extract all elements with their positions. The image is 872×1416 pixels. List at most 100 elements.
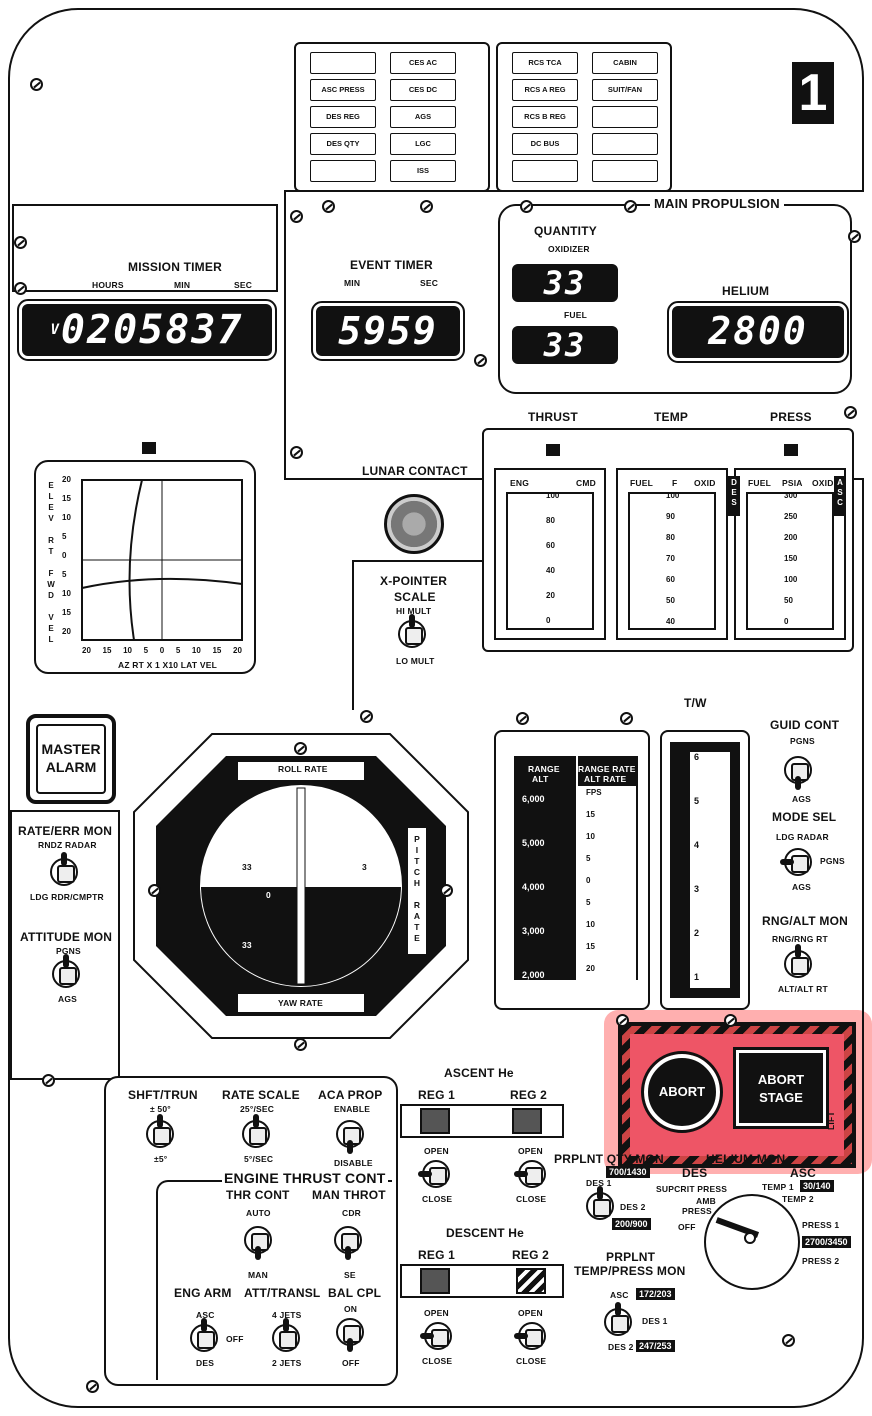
man-label: MAN [248,1270,268,1280]
prplnt-temp-switch[interactable] [604,1302,632,1336]
cw-right-light: SUIT/FAN [592,79,658,101]
att-transl-title: ATT/TRANSL [244,1286,321,1300]
temp-tick-label: 60 [666,575,675,584]
descent-he-title: DESCENT He [446,1226,525,1240]
supcrit-label: SUPCRIT PRESS [656,1184,728,1194]
attitude-mon-switch[interactable] [52,954,80,988]
screw [848,230,861,243]
temp-tick-label: 100 [666,491,680,500]
screw [14,282,27,295]
cw-right-light [592,160,658,182]
xp-bottom-tick: 5 [143,646,149,655]
screw [290,446,303,459]
ascent-reg2-switch[interactable] [514,1160,546,1188]
mission-timer-display: V0205837 [17,299,277,361]
rate-scale-bottom: 5°/SEC [244,1154,274,1164]
prplnt-qty-switch[interactable] [586,1186,614,1220]
helium-mon-knob[interactable] [704,1194,800,1290]
descent-reg2-switch[interactable] [514,1322,546,1350]
screw [844,406,857,419]
screw [420,200,433,213]
mode-sel-title: MODE SEL [772,810,837,824]
rng-alt-switch[interactable] [784,944,812,978]
abort-stage-button[interactable]: ABORT STAGE [733,1047,829,1129]
thr-cont-switch[interactable] [244,1226,272,1260]
temp-tick-label: 80 [666,533,675,542]
screw [516,712,529,725]
guid-cont-switch[interactable] [784,756,812,790]
rate-tick-label: 10 [586,920,595,929]
ascent-open-1: OPEN [424,1146,449,1156]
temp-oxid-label: OXID [694,478,716,488]
fuel-label: FUEL [564,310,587,320]
tw-label: T/W [684,696,707,710]
indicator-light [784,444,798,456]
man-throt-switch[interactable] [334,1226,362,1260]
xpointer-scale-switch[interactable] [398,614,426,648]
xp-bottom-tick: 10 [191,646,201,655]
descent-reg1-switch[interactable] [420,1322,452,1350]
eng-arm-switch[interactable] [190,1318,218,1352]
cw-right-light [592,106,658,128]
oxidizer-display: 33 [512,264,618,302]
rndz-radar-label: RNDZ RADAR [38,840,97,850]
alt-tick-label: 4,000 [522,882,545,892]
rate-err-switch[interactable] [50,852,78,886]
fuel-display: 33 [512,326,618,364]
yaw-rate-label: YAW RATE [278,998,324,1008]
rate-scale-top: 25°/SEC [240,1104,275,1114]
xp-left-tick: 10 [62,589,71,598]
rate-scale-title: RATE SCALE [222,1088,300,1102]
tw-tick-label: 1 [694,972,700,982]
attitude-pgns-label: PGNS [56,946,81,956]
descent-open-2: OPEN [518,1308,543,1318]
sec-label: SEC [234,280,253,290]
press-tick-label: 100 [784,575,798,584]
eng-arm-asc: ASC [196,1310,215,1320]
att-transl-switch[interactable] [272,1318,300,1352]
press-psia-label: PSIA [782,478,803,488]
cw-right-light: RCS TCA [512,52,578,74]
screw [42,1074,55,1087]
master-alarm-button[interactable]: MASTER ALARM [26,714,116,804]
indicator-light [546,444,560,456]
ascent-reg1-switch[interactable] [418,1160,450,1188]
rate-tick-label: 20 [586,964,595,973]
helium-asc-label: ASC [790,1166,816,1180]
tw-tick-label: 3 [694,884,700,894]
mode-sel-switch[interactable] [780,848,812,876]
cw-left-light: CES DC [390,79,456,101]
fdai-off-label: OFF [206,876,224,886]
temp-fuel-label: FUEL [630,478,653,488]
temp-tick-label: 70 [666,554,675,563]
cw-left-light: LGC [390,133,456,155]
cross-pointer-bottom-label: AZ RT X 1 X10 LAT VEL [118,660,217,670]
event-sec-label: SEC [420,278,439,288]
xp-bottom-tick: 5 [175,646,181,655]
abort-button[interactable]: ABORT [641,1051,723,1133]
main-propulsion-title: MAIN PROPULSION [650,196,784,211]
helium-mon-title: HELIUM MON [706,1152,786,1166]
press-tick-label: 50 [784,596,793,605]
ascent-reg1-label: REG 1 [418,1088,456,1102]
xp-left-tick: 0 [62,551,67,560]
engine-thrust-title: ENGINE THRUST CONT [222,1170,388,1186]
shft-trun-title: SHFT/TRUN [128,1088,198,1102]
range-title: RANGE [528,764,560,774]
cross-pointer-display [81,479,243,641]
bal-cpl-title: BAL CPL [328,1286,382,1300]
rate-scale-switch[interactable] [242,1114,270,1148]
cw-left-light: AGS [390,106,456,128]
mission-timer-title: MISSION TIMER [128,260,222,274]
temp1-label: TEMP 1 [762,1182,794,1192]
mission-timer-frame: MISSION TIMER HOURS MIN SEC [12,204,278,292]
aca-prop-switch[interactable] [336,1120,364,1154]
bal-cpl-switch[interactable] [336,1318,364,1352]
shft-trun-switch[interactable] [146,1114,174,1148]
mode-ags-label: AGS [792,882,812,892]
